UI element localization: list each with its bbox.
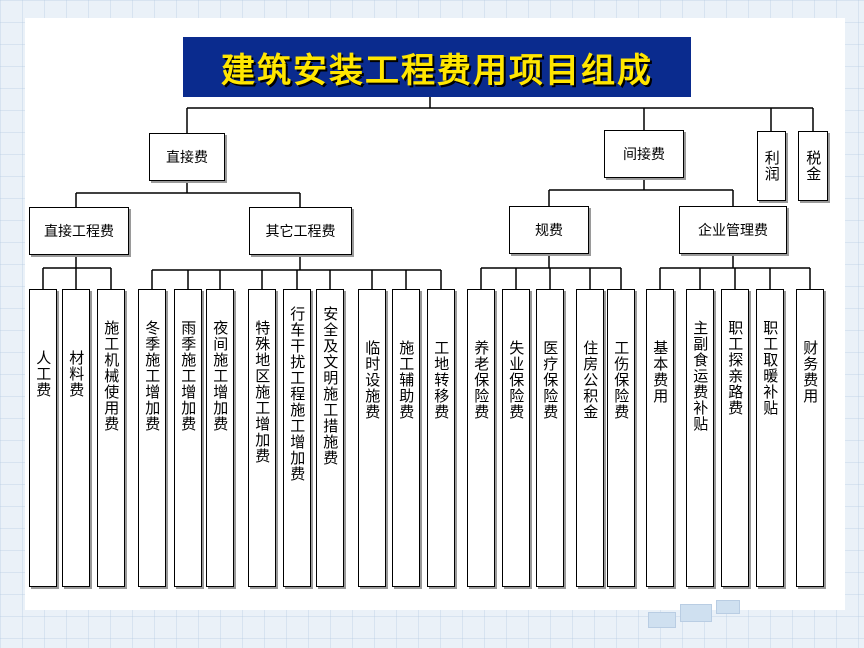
leaf-box: 材料费 [62, 289, 90, 587]
leaf-label: 材料费 [67, 350, 86, 398]
leaf-box: 人工费 [29, 289, 57, 587]
leaf-box: 养老保险费 [467, 289, 495, 587]
leaf-label: 工伤保险费 [612, 340, 631, 420]
leaf-label: 养老保险费 [472, 340, 491, 420]
node-direct-engineering-cost: 直接工程费 [29, 207, 129, 255]
node-tax: 税金 [798, 131, 828, 201]
leaf-box: 安全及文明施工措施费 [316, 289, 344, 587]
leaf-box: 职工取暖补贴 [756, 289, 784, 587]
leaf-label: 财务费用 [801, 340, 820, 404]
decorative-cube [680, 604, 712, 622]
node-profit: 利润 [757, 131, 786, 201]
leaf-box: 主副食运费补贴 [686, 289, 714, 587]
leaf-box: 临时设施费 [358, 289, 386, 587]
leaf-box: 行车干扰工程施工增加费 [283, 289, 311, 587]
leaf-label: 失业保险费 [507, 340, 526, 420]
leaf-label: 医疗保险费 [541, 340, 560, 420]
node-direct-cost: 直接费 [149, 133, 225, 181]
leaf-label: 临时设施费 [363, 340, 382, 420]
leaf-box: 财务费用 [796, 289, 824, 587]
leaf-box: 失业保险费 [502, 289, 530, 587]
decorative-cube [648, 612, 676, 628]
leaf-label: 冬季施工增加费 [143, 320, 162, 432]
leaf-label: 人工费 [34, 350, 53, 398]
leaf-label: 施工机械使用费 [102, 320, 121, 432]
leaf-label: 雨季施工增加费 [179, 320, 198, 432]
leaf-box: 住房公积金 [576, 289, 604, 587]
leaf-label: 主副食运费补贴 [691, 320, 710, 432]
leaf-box: 基本费用 [646, 289, 674, 587]
node-other-engineering-cost: 其它工程费 [249, 207, 352, 255]
leaf-label: 住房公积金 [581, 340, 600, 420]
leaf-box: 冬季施工增加费 [138, 289, 166, 587]
leaf-box: 特殊地区施工增加费 [248, 289, 276, 587]
leaf-box: 工伤保险费 [607, 289, 635, 587]
leaf-box: 夜间施工增加费 [206, 289, 234, 587]
node-profit-label: 利润 [762, 150, 781, 182]
node-fees: 规费 [509, 206, 589, 254]
leaf-box: 职工探亲路费 [721, 289, 749, 587]
leaf-box: 医疗保险费 [536, 289, 564, 587]
leaf-label: 特殊地区施工增加费 [253, 320, 272, 464]
chart-title: 建筑安装工程费用项目组成 [183, 37, 691, 97]
decorative-cube [716, 600, 740, 614]
leaf-label: 施工辅助费 [397, 340, 416, 420]
leaf-label: 行车干扰工程施工增加费 [288, 306, 307, 482]
leaf-label: 基本费用 [651, 340, 670, 404]
leaf-box: 施工机械使用费 [97, 289, 125, 587]
leaf-label: 工地转移费 [432, 340, 451, 420]
leaf-box: 施工辅助费 [392, 289, 420, 587]
leaf-box: 雨季施工增加费 [174, 289, 202, 587]
leaf-label: 夜间施工增加费 [211, 320, 230, 432]
leaf-label: 职工取暖补贴 [761, 320, 780, 416]
node-tax-label: 税金 [804, 150, 823, 182]
leaf-label: 安全及文明施工措施费 [321, 306, 340, 466]
leaf-box: 工地转移费 [427, 289, 455, 587]
node-indirect-cost: 间接费 [604, 130, 684, 178]
node-enterprise-management-cost: 企业管理费 [679, 206, 787, 254]
leaf-label: 职工探亲路费 [726, 320, 745, 416]
